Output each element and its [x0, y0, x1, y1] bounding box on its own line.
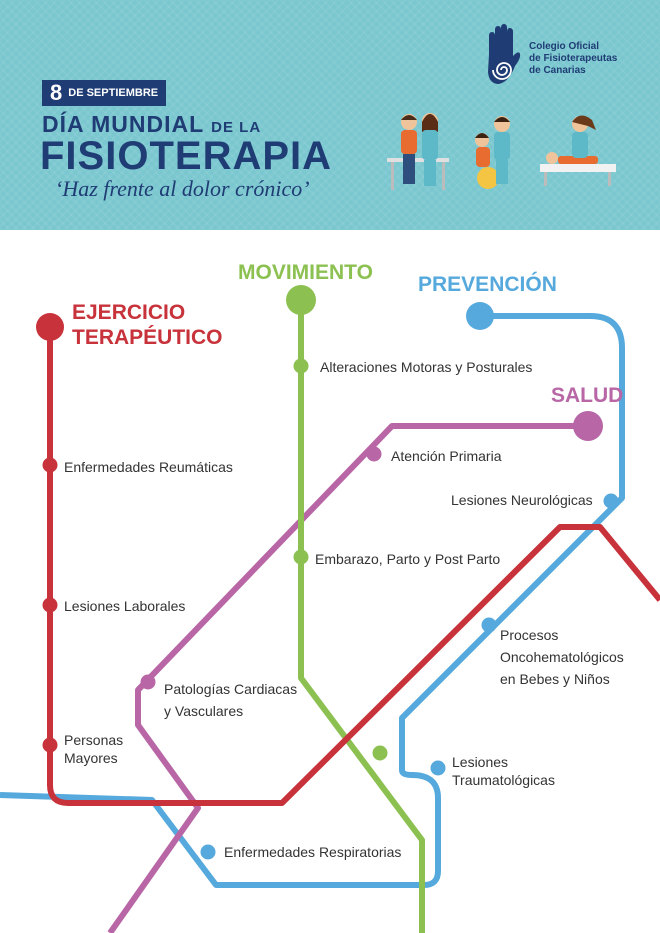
org-logo: Colegio Oficial de Fisioterapeutas de Ca…: [485, 24, 617, 86]
terminal-salud: [573, 411, 603, 441]
terminal-ejercicio: [36, 313, 64, 341]
station-laborales: [42, 597, 58, 613]
label-laborales: Lesiones Laborales: [64, 598, 186, 614]
line-ejercicio: [47, 327, 660, 806]
station-trauma: [430, 760, 446, 776]
date-text: DE SEPTIEMBRE: [68, 87, 159, 99]
illustration-therapists-3: [540, 115, 616, 186]
terminal-movimiento: [286, 285, 316, 315]
station-atencion: [366, 446, 382, 462]
station-personas: [42, 737, 58, 753]
terminal-prevencion: [466, 302, 494, 330]
station-neurologicas: [603, 493, 619, 509]
station-alteraciones: [293, 358, 309, 374]
page-title: FISIOTERAPIA: [40, 134, 333, 178]
header-banner: 8 DE SEPTIEMBRE DÍA MUNDIAL DE LA FISIOT…: [0, 0, 660, 230]
station-respiratorias: [200, 844, 216, 860]
line-title-salud: SALUD: [551, 384, 624, 407]
line-prevencion: [0, 313, 625, 888]
metro-map: EJERCICIO TERAPÉUTICO MOVIMIENTO PREVENC…: [0, 230, 660, 933]
station-cardiacas: [140, 674, 156, 690]
label-alteraciones: Alteraciones Motoras y Posturales: [320, 359, 533, 375]
station-movimiento-lower: [372, 745, 388, 761]
title-small: DE LA: [211, 119, 262, 136]
label-onco: Procesos Oncohematológicos en Bebes y Ni…: [500, 627, 624, 687]
label-embarazo: Embarazo, Parto y Post Parto: [315, 551, 501, 567]
station-embarazo: [293, 549, 309, 565]
label-trauma: Lesiones Traumatológicas: [452, 754, 555, 788]
label-personas: Personas Mayores: [64, 732, 124, 766]
label-cardiacas: Patologías Cardiacas y Vasculares: [164, 681, 298, 719]
slogan: ‘Haz frente al dolor crónico’: [55, 176, 310, 201]
illustration-therapists-1: [387, 113, 449, 190]
org-name: Colegio Oficial de Fisioterapeutas de Ca…: [529, 41, 618, 76]
station-reumaticas: [42, 457, 58, 473]
date-number: 8: [50, 80, 63, 105]
line-title-ejercicio: EJERCICIO TERAPÉUTICO: [72, 301, 223, 349]
metro-lines: [0, 285, 660, 933]
illustration-therapists-2: [475, 116, 510, 189]
line-movimiento: [298, 300, 425, 933]
line-title-movimiento: MOVIMIENTO: [238, 261, 373, 284]
station-onco: [481, 617, 497, 633]
line-title-prevencion: PREVENCIÓN: [418, 273, 557, 296]
label-respiratorias: Enfermedades Respiratorias: [224, 844, 402, 860]
title-main: DÍA MUNDIAL: [42, 111, 204, 137]
hand-spiral-icon: [488, 24, 521, 84]
label-neurologicas: Lesiones Neurológicas: [451, 492, 593, 508]
label-reumaticas: Enfermedades Reumáticas: [64, 459, 233, 475]
line-salud: [107, 423, 588, 933]
date-badge: 8 DE SEPTIEMBRE: [42, 80, 167, 106]
title-line-1: DÍA MUNDIAL DE LA: [42, 111, 261, 138]
label-atencion: Atención Primaria: [391, 448, 502, 464]
